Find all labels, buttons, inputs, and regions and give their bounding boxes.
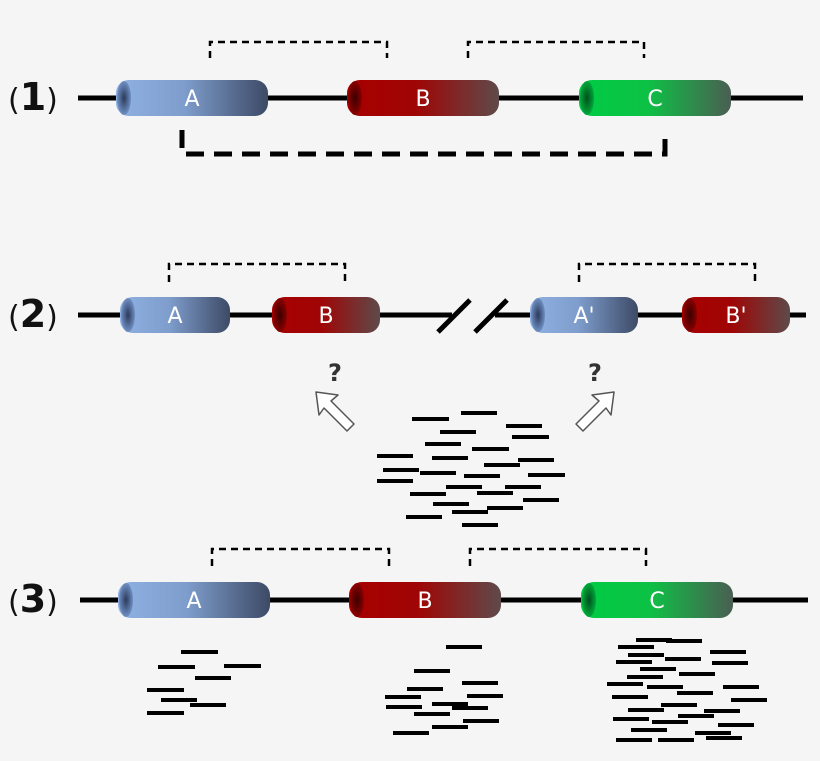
gene-b-prime: B' — [682, 297, 790, 333]
sequencing-reads-cloud — [377, 411, 565, 527]
reads-gene-b — [385, 645, 503, 735]
gene-b: B — [349, 582, 501, 618]
row-2: (2) A B A' B' ? ? — [8, 262, 806, 527]
gene-b-prime-label: B' — [725, 304, 746, 329]
bracket-b-c — [466, 40, 646, 58]
row-3: (3) A B C — [8, 547, 808, 742]
question-mark: ? — [588, 359, 602, 387]
gene-b-label: B — [417, 589, 432, 614]
row-1-label: (1) — [8, 75, 58, 119]
gene-a-prime: A' — [530, 297, 638, 333]
gene-c: C — [581, 582, 733, 618]
row-3-label: (3) — [8, 577, 58, 621]
arrow-up-right-icon — [575, 391, 615, 432]
gene-a-label: A — [184, 87, 199, 112]
bracket-a-b — [208, 40, 389, 58]
gene-c: C — [579, 80, 731, 116]
gene-b: B — [347, 80, 499, 116]
gene-c-label: C — [649, 589, 664, 614]
gene-b: B — [272, 297, 380, 333]
arrow-up-left-icon — [315, 391, 355, 432]
gene-a: A — [116, 80, 268, 116]
reads-gene-c — [607, 638, 767, 742]
row-2-label: (2) — [8, 292, 58, 336]
question-mark: ? — [328, 359, 342, 387]
break-mark — [436, 298, 472, 334]
bracket-b-c — [468, 547, 648, 566]
gene-b-label: B — [318, 304, 333, 329]
bracket-a-prime-b-prime — [577, 262, 757, 282]
row-1: (1) A B C — [8, 40, 803, 157]
bracket-a-b — [210, 547, 391, 566]
gene-b-label: B — [415, 87, 430, 112]
gene-a: A — [120, 297, 230, 333]
gene-a-label: A — [186, 589, 201, 614]
reads-gene-a — [147, 650, 261, 715]
gene-c-label: C — [647, 87, 662, 112]
gene-a-prime-label: A' — [573, 304, 594, 329]
bracket-a-c — [179, 130, 668, 157]
break-mark — [473, 298, 509, 334]
gene-a-label: A — [167, 304, 182, 329]
gene-a: A — [118, 582, 270, 618]
bracket-a-b — [167, 262, 347, 282]
